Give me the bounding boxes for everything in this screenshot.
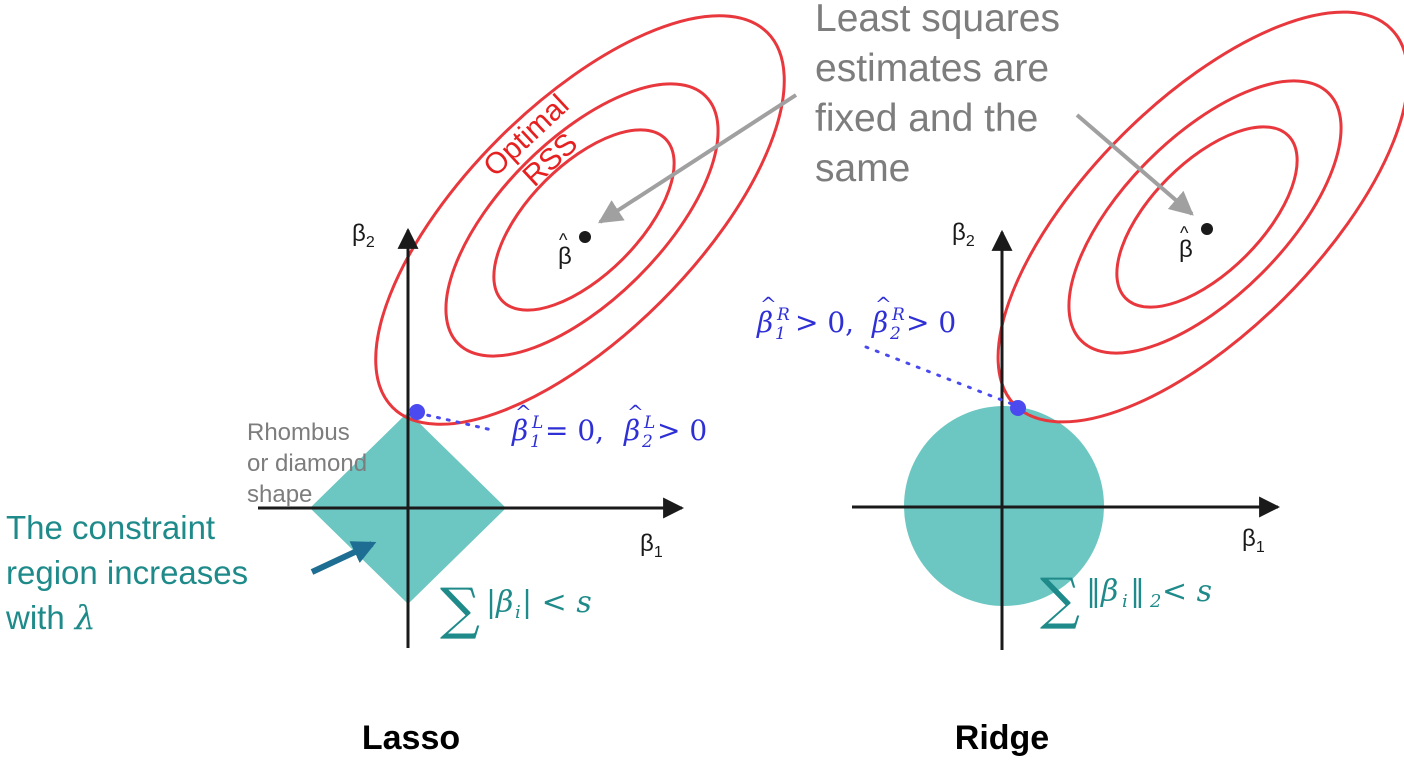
ridge-rss-ellipse-middle bbox=[1067, 79, 1343, 355]
svg-text:estimates are: estimates are bbox=[815, 47, 1049, 90]
svg-text:‖: ‖ bbox=[1130, 574, 1145, 609]
lasso-rss-ellipse-inner bbox=[492, 128, 676, 312]
svg-text:2: 2 bbox=[889, 324, 901, 344]
ridge-solution-point bbox=[1010, 400, 1026, 416]
ridge-beta-hat-caret: ^ bbox=[1180, 223, 1189, 243]
svg-text:| < s: | < s bbox=[522, 585, 592, 620]
ridge-constraint-formula: ∑ ‖β i ‖ 2 < s bbox=[1040, 567, 1212, 632]
svg-text:β: β bbox=[623, 414, 640, 447]
svg-text:R: R bbox=[891, 305, 905, 325]
ridge-title: Ridge bbox=[955, 719, 1049, 757]
lasso-beta-hat-caret: ^ bbox=[559, 230, 568, 250]
svg-text:‖β: ‖β bbox=[1086, 574, 1118, 609]
ridge-beta-hat-label: β bbox=[1179, 236, 1193, 263]
svg-text:^: ^ bbox=[515, 400, 532, 424]
ridge-point-leader bbox=[864, 345, 1014, 406]
svg-text:1: 1 bbox=[775, 324, 786, 344]
ridge-solution-label: β ^ R 1 > 0, β ^ R 2 > 0 bbox=[756, 292, 956, 344]
svg-text:2: 2 bbox=[641, 432, 653, 452]
svg-text:|β: |β bbox=[486, 585, 513, 620]
svg-text:β: β bbox=[871, 306, 888, 339]
svg-text:Rhombus: Rhombus bbox=[247, 419, 350, 446]
lasso-beta-hat-point bbox=[579, 231, 591, 243]
lasso-panel: β2 β1 β ^ Optimal RSS β ^ L 1 = 0, β ^ L… bbox=[5, 14, 786, 757]
svg-text:fixed and the: fixed and the bbox=[815, 97, 1038, 140]
svg-text:β: β bbox=[511, 414, 528, 447]
svg-text:same: same bbox=[815, 147, 910, 190]
svg-text:> 0,: > 0, bbox=[795, 306, 854, 339]
svg-text:Least squares: Least squares bbox=[815, 0, 1060, 40]
ridge-panel: β2 β1 β ^ β ^ R 1 > 0, β ^ R 2 > 0 ∑ ‖β … bbox=[756, 10, 1404, 757]
svg-text:shape: shape bbox=[247, 481, 312, 508]
svg-text:L: L bbox=[531, 413, 543, 433]
ridge-beta1-axis-label: β1 bbox=[1242, 525, 1265, 556]
ridge-beta2-axis-label: β2 bbox=[952, 219, 975, 250]
least-squares-annotation: Least squares estimates are fixed and th… bbox=[597, 0, 1194, 224]
least-squares-arrow-left bbox=[597, 93, 798, 224]
rhombus-label: Rhombus or diamond shape bbox=[247, 419, 367, 508]
least-squares-arrow-right bbox=[1075, 113, 1194, 216]
lasso-title: Lasso bbox=[362, 719, 460, 757]
lasso-solution-label: β ^ L 1 = 0, β ^ L 2 > 0 bbox=[511, 400, 707, 452]
svg-text:The constraint: The constraint bbox=[6, 509, 215, 546]
lasso-beta-hat-label: β bbox=[558, 243, 572, 270]
lasso-constraint-formula: ∑ |β i | < s bbox=[440, 577, 592, 642]
ridge-beta-hat-point bbox=[1201, 223, 1213, 235]
svg-text:i: i bbox=[515, 602, 521, 623]
lasso-point-leader bbox=[416, 411, 494, 432]
svg-text:∑: ∑ bbox=[1040, 567, 1080, 632]
svg-text:region increases: region increases bbox=[6, 554, 248, 591]
svg-text:∑: ∑ bbox=[440, 577, 480, 642]
svg-text:β: β bbox=[756, 306, 773, 339]
lasso-beta1-axis-label: β1 bbox=[640, 530, 663, 561]
svg-text:^: ^ bbox=[760, 292, 777, 316]
svg-text:^: ^ bbox=[627, 400, 644, 424]
svg-text:< s: < s bbox=[1162, 574, 1212, 609]
svg-text:2: 2 bbox=[1149, 591, 1161, 612]
svg-text:^: ^ bbox=[875, 292, 892, 316]
svg-text:= 0,: = 0, bbox=[545, 414, 604, 447]
svg-text:i: i bbox=[1122, 591, 1128, 612]
svg-text:> 0: > 0 bbox=[657, 414, 707, 447]
optimal-rss-label: Optimal RSS bbox=[477, 83, 604, 208]
svg-text:R: R bbox=[776, 305, 790, 325]
lasso-beta2-axis-label: β2 bbox=[352, 220, 375, 251]
lasso-rss-ellipse-outer bbox=[374, 14, 786, 426]
svg-text:L: L bbox=[643, 413, 655, 433]
lasso-rss-ellipse-middle bbox=[444, 82, 720, 358]
svg-text:> 0: > 0 bbox=[906, 306, 956, 339]
lasso-solution-point bbox=[409, 404, 425, 420]
svg-text:or diamond: or diamond bbox=[247, 450, 367, 477]
ridge-rss-ellipse-inner bbox=[1115, 125, 1299, 309]
lasso-rss-contours bbox=[374, 14, 786, 426]
svg-text:1: 1 bbox=[530, 432, 541, 452]
constraint-arrow bbox=[310, 541, 377, 575]
